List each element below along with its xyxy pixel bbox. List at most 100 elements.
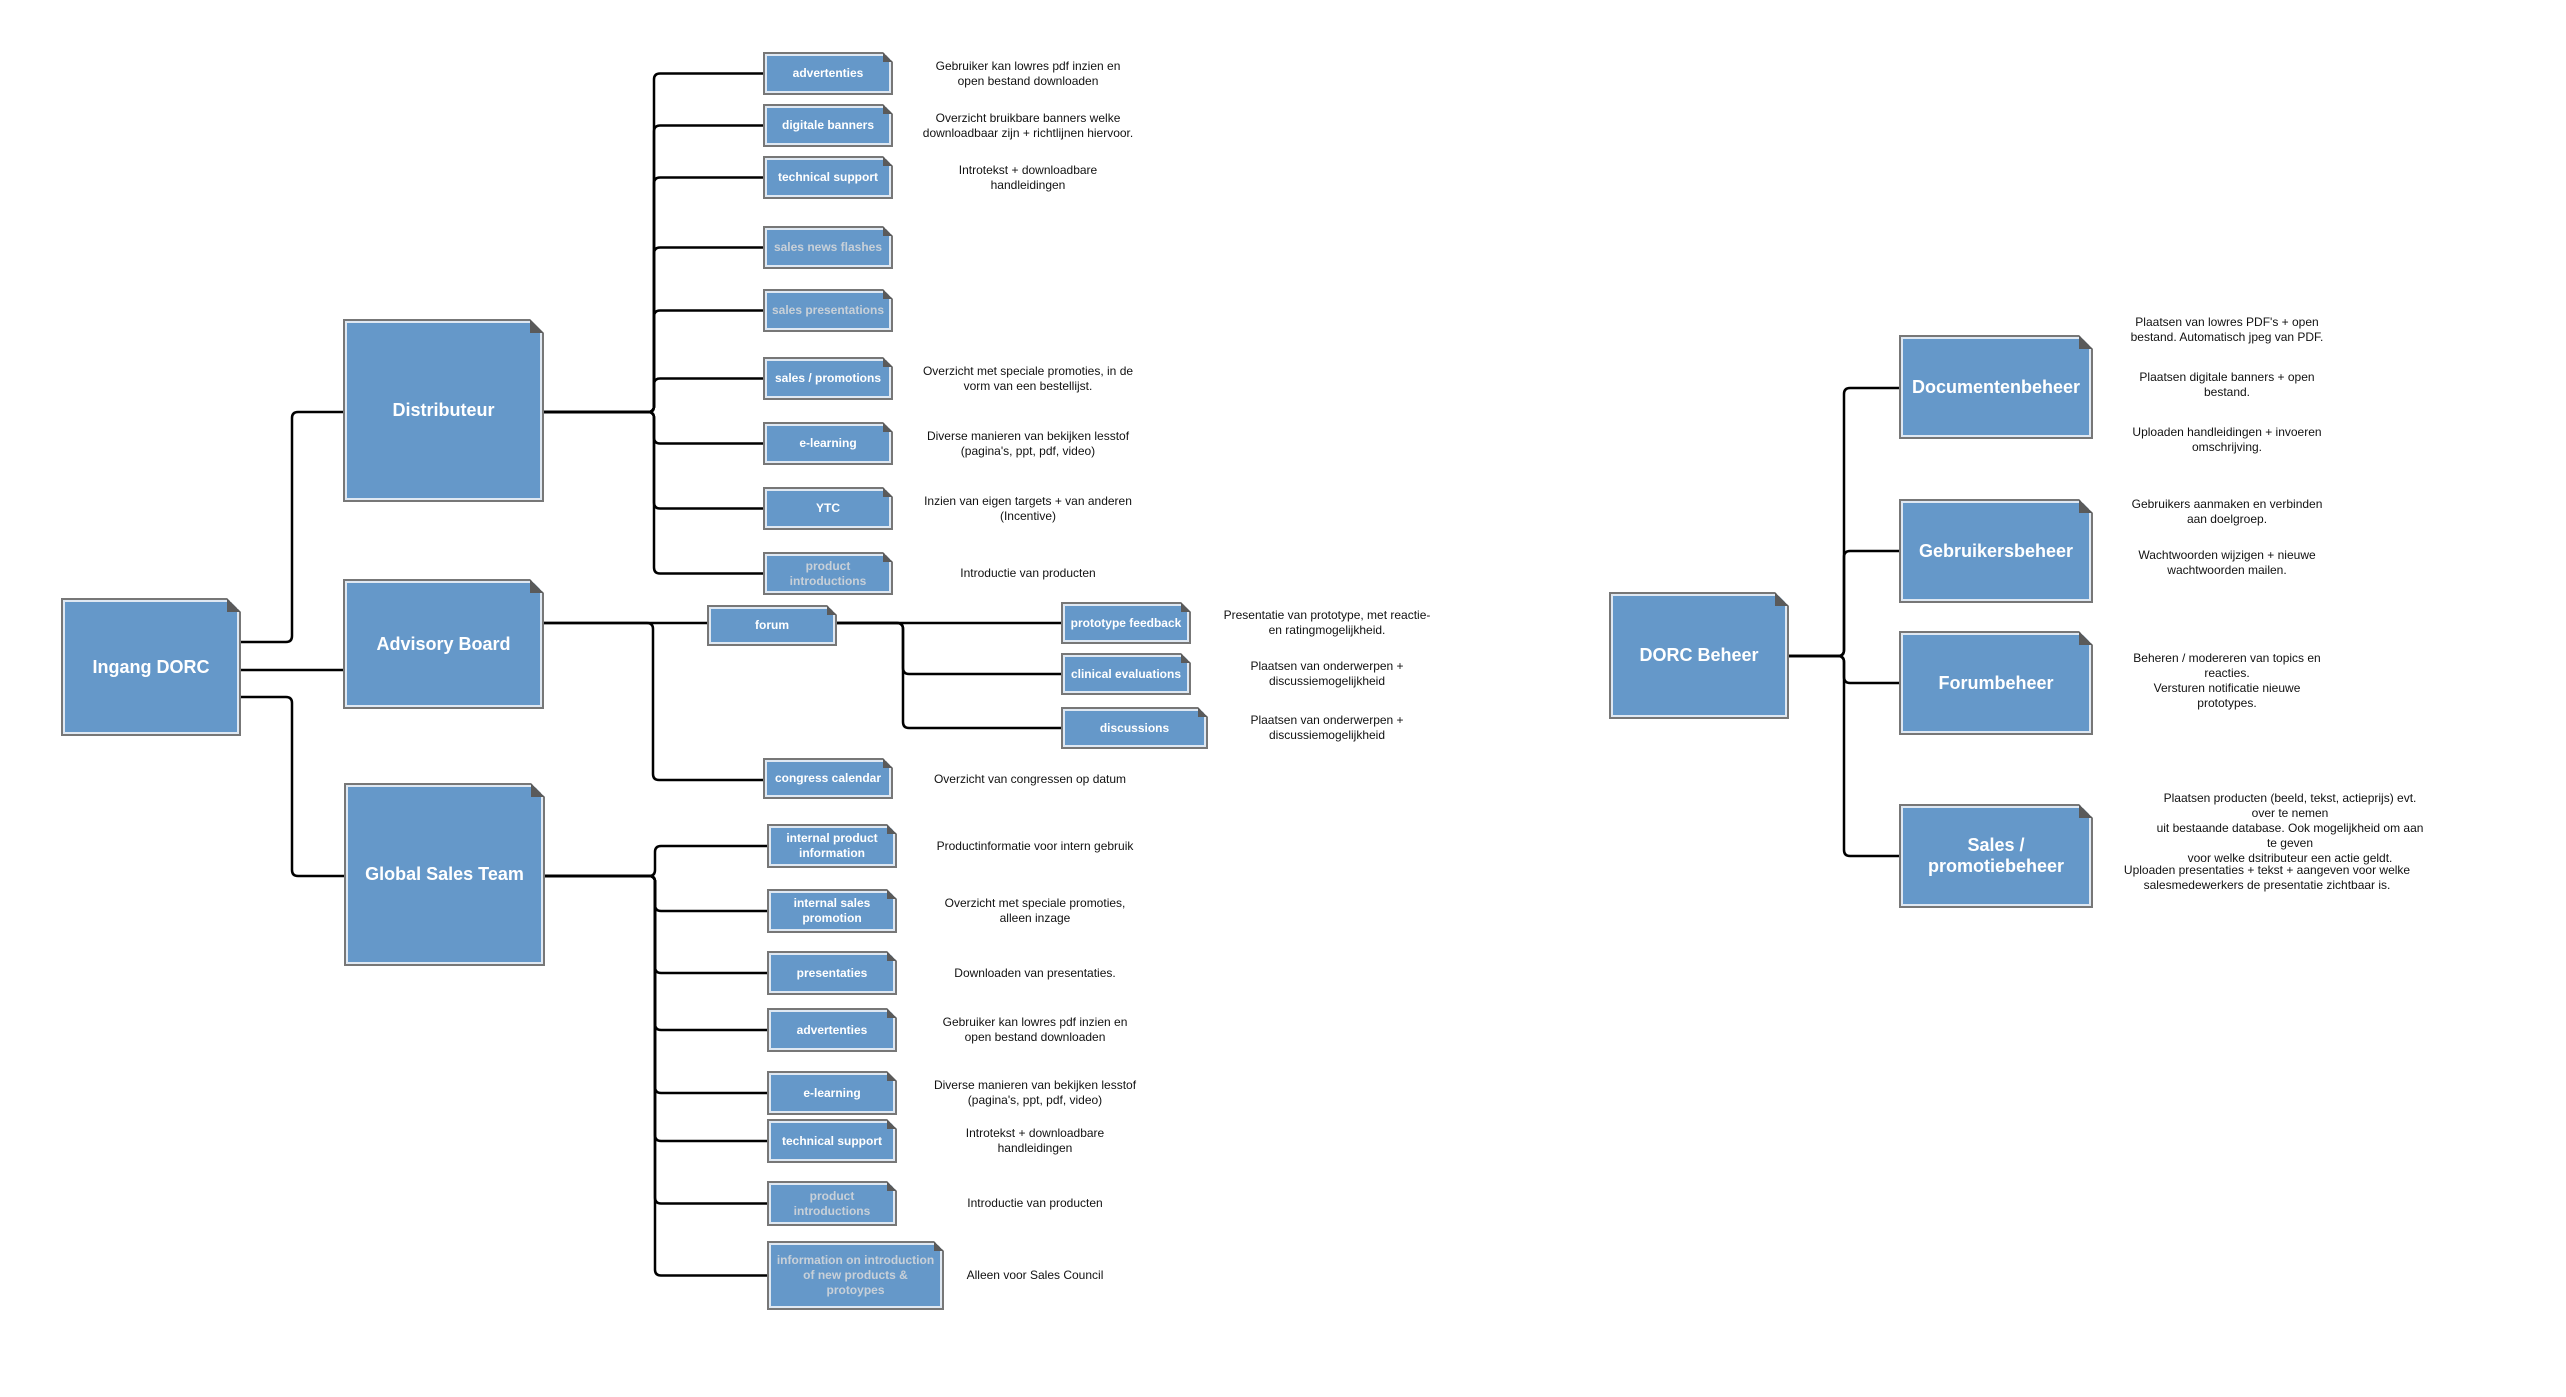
note-dist-advertenties: Gebruiker kan lowres pdf inzien en open … — [935, 58, 1121, 88]
node-forum-prototype-feedback[interactable]: prototype feedback — [1061, 602, 1191, 644]
node-dist-ytc[interactable]: YTC — [763, 487, 893, 530]
connector-forum-clinical-evaluations — [836, 621, 1061, 676]
node-gst-information-on-introduction-of-new-products-protoypes[interactable]: information on introduction of new produ… — [767, 1241, 944, 1310]
node-label: e-learning — [799, 436, 857, 450]
node-forum-clinical-evaluations[interactable]: clinical evaluations — [1061, 653, 1191, 695]
connector-root-gst — [241, 695, 344, 878]
note-forum-clinical-evaluations: Plaatsen van onderwerpen + discussiemoge… — [1250, 659, 1404, 688]
node-dist-product-introductions[interactable]: product introductions — [763, 552, 893, 595]
node-label: discussions — [1099, 720, 1170, 735]
node-dist-sales-news-flashes[interactable]: sales news flashes — [763, 226, 893, 269]
note-forum-prototype-feedback: Presentatie van prototype, met reactie- … — [1223, 608, 1431, 637]
connector-advisory-congress — [544, 621, 763, 782]
node-dist-technical-support[interactable]: technical support — [763, 156, 893, 199]
node-label: Documentenbeheer — [1911, 376, 2081, 397]
note-dist-sales-promotions: Overzicht met speciale promoties, in de … — [922, 363, 1134, 393]
note-gst-internal-sales-promotion: Overzicht met speciale promoties, alleen… — [944, 896, 1126, 925]
node-gst-e-learning[interactable]: e-learning — [767, 1071, 897, 1115]
node-gst-product-introductions[interactable]: product introductions — [767, 1181, 897, 1226]
node-label: forum — [755, 618, 789, 632]
node-label: technical support — [777, 170, 878, 184]
node-forumbeheer[interactable]: Forumbeheer — [1899, 631, 2093, 735]
node-label: sales news flashes — [773, 240, 883, 254]
node-label: Forumbeheer — [1938, 672, 2054, 693]
node-distributeur[interactable]: Distributeur — [343, 319, 544, 502]
note-sales-promotiebeheer-2: Uploaden presentaties + tekst + aangeven… — [2123, 863, 2411, 892]
node-label: clinical evaluations — [1070, 666, 1182, 681]
node-label: presentaties — [796, 965, 868, 980]
node-label: congress calendar — [774, 771, 882, 785]
note-gst-internal-product-information: Productinformatie voor intern gebruik — [936, 838, 1134, 853]
connector-beheer-gebruikersbeheer — [1789, 549, 1899, 658]
note-gst-e-learning: Diverse manieren van bekijken lesstof (p… — [933, 1078, 1137, 1107]
note-gst-technical-support: Introtekst + downloadbare handleidingen — [965, 1126, 1105, 1155]
node-label: sales presentations — [771, 303, 885, 317]
node-label: prototype feedback — [1070, 615, 1182, 630]
note-congress-calendar: Overzicht van congressen op datum — [933, 772, 1127, 786]
node-label: Advisory Board — [376, 633, 511, 654]
note-gebruikersbeheer-2: Wachtwoorden wijzigen + nieuwe wachtwoor… — [2138, 548, 2316, 577]
node-gst-presentaties[interactable]: presentaties — [767, 951, 897, 995]
node-dist-e-learning[interactable]: e-learning — [763, 422, 893, 465]
node-label: sales / promotions — [774, 371, 882, 385]
node-label: Global Sales Team — [365, 864, 524, 884]
note-documentenbeheer-2: Plaatsen digitale banners + open bestand… — [2139, 370, 2315, 399]
note-dist-ytc: Inzien van eigen targets + van anderen (… — [924, 493, 1132, 523]
node-dist-sales-presentations[interactable]: sales presentations — [763, 289, 893, 332]
node-congress-calendar[interactable]: congress calendar — [763, 758, 893, 799]
note-dist-digitale-banners: Overzicht bruikbare banners welke downlo… — [922, 110, 1134, 140]
node-label: Sales / promotiebeheer — [1927, 835, 2065, 876]
connector-dist-product-introductions — [544, 410, 763, 575]
node-dist-digitale-banners[interactable]: digitale banners — [763, 104, 893, 147]
note-forum-discussions: Plaatsen van onderwerpen + discussiemoge… — [1250, 713, 1404, 742]
node-label: product introductions — [793, 1188, 871, 1218]
note-documentenbeheer-1: Plaatsen van lowres PDF's + open bestand… — [2130, 315, 2324, 344]
note-gebruikersbeheer-1: Gebruikers aanmaken en verbinden aan doe… — [2131, 497, 2323, 526]
connector-forum-discussions — [836, 621, 1061, 730]
connector-dist-sales-promotions — [544, 377, 763, 414]
node-gst-internal-sales-promotion[interactable]: internal sales promotion — [767, 889, 897, 933]
note-dist-technical-support: Introtekst + downloadbare handleidingen — [958, 162, 1098, 192]
node-documentenbeheer[interactable]: Documentenbeheer — [1899, 335, 2093, 439]
connector-gst-information-on-introduction-of-new-products-protoypes — [545, 874, 767, 1277]
note-documentenbeheer-3: Uploaden handleidingen + invoeren omschr… — [2132, 425, 2322, 454]
node-label: Distributeur — [392, 400, 495, 420]
note-gst-product-introductions: Introductie van producten — [967, 1196, 1103, 1210]
node-label: internal sales promotion — [793, 896, 871, 925]
node-dorc-beheer[interactable]: DORC Beheer — [1609, 592, 1789, 719]
node-label: advertenties — [792, 66, 864, 80]
node-label: e-learning — [803, 1085, 861, 1100]
node-label: technical support — [781, 1133, 882, 1148]
node-label: digitale banners — [781, 118, 875, 132]
node-label: Ingang DORC — [92, 656, 210, 677]
node-gst-internal-product-information[interactable]: internal product information — [767, 824, 897, 868]
connector-root-distributeur — [241, 410, 343, 644]
node-gst-technical-support[interactable]: technical support — [767, 1119, 897, 1163]
note-forumbeheer-1: Beheren / modereren van topics en reacti… — [2133, 651, 2321, 710]
node-label: DORC Beheer — [1639, 645, 1759, 665]
note-gst-advertenties: Gebruiker kan lowres pdf inzien en open … — [942, 1015, 1128, 1044]
note-sales-promotiebeheer-1: Plaatsen producten (beeld, tekst, actiep… — [2156, 791, 2424, 865]
node-dist-sales-promotions[interactable]: sales / promotions — [763, 357, 893, 400]
node-label: information on introduction of new produ… — [776, 1253, 935, 1297]
node-ingang-dorc[interactable]: Ingang DORC — [61, 598, 241, 736]
node-sales-promotiebeheer[interactable]: Sales / promotiebeheer — [1899, 804, 2093, 908]
node-gebruikersbeheer[interactable]: Gebruikersbeheer — [1899, 499, 2093, 603]
node-forum[interactable]: forum — [707, 605, 837, 646]
node-forum-discussions[interactable]: discussions — [1061, 707, 1208, 749]
node-label: product introductions — [789, 558, 867, 588]
node-gst-advertenties[interactable]: advertenties — [767, 1008, 897, 1052]
connector-beheer-sales-promotiebeheer — [1789, 654, 1899, 858]
note-dist-product-introductions: Introductie van producten — [960, 566, 1096, 580]
node-global-sales-team[interactable]: Global Sales Team — [344, 783, 545, 966]
note-dist-e-learning: Diverse manieren van bekijken lesstof (p… — [926, 428, 1130, 458]
node-dist-advertenties[interactable]: advertenties — [763, 52, 893, 95]
connector-gst-internal-product-information — [545, 844, 767, 878]
note-gst-information-on-introduction-of-new-products-protoypes: Alleen voor Sales Council — [966, 1268, 1104, 1282]
node-advisory-board[interactable]: Advisory Board — [343, 579, 544, 709]
node-label: YTC — [816, 501, 840, 515]
note-gst-presentaties: Downloaden van presentaties. — [954, 965, 1116, 980]
node-label: advertenties — [796, 1022, 868, 1037]
